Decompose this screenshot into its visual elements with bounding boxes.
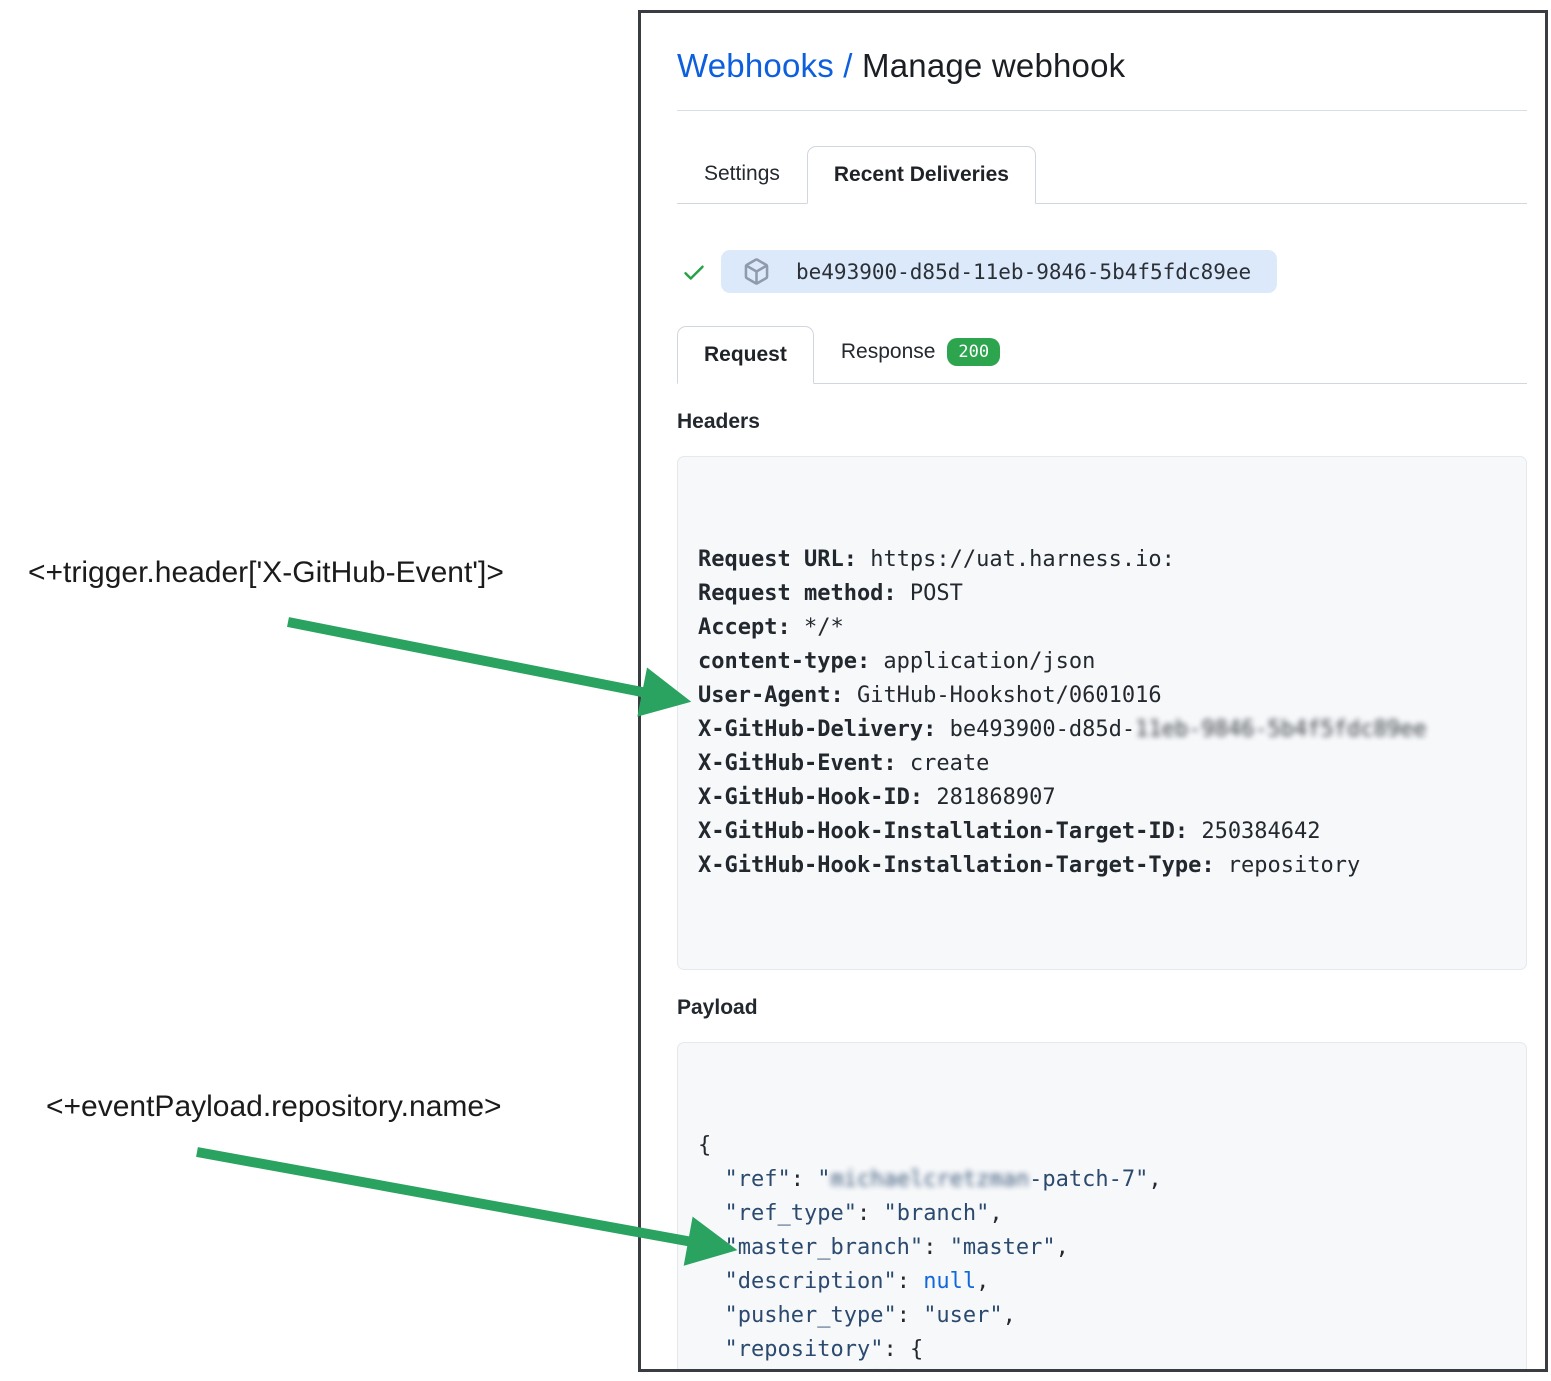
breadcrumb-separator: / xyxy=(833,47,863,84)
code-token xyxy=(698,1371,751,1372)
code-token: "ref_type" xyxy=(724,1201,857,1227)
payload-line: { xyxy=(698,1129,1506,1163)
header-line: X-GitHub-Hook-ID: 281868907 xyxy=(698,785,1056,811)
payload-code-box: { "ref": "michaelcretzman-patch-7", "ref… xyxy=(677,1042,1527,1372)
delivery-row: be493900-d85d-11eb-9846-5b4f5fdc89ee xyxy=(681,250,1527,293)
header-line: X-GitHub-Delivery: be493900-d85d-11eb-98… xyxy=(698,717,1427,743)
code-token: "id" xyxy=(751,1371,804,1372)
tab-recent-deliveries[interactable]: Recent Deliveries xyxy=(806,146,1036,204)
payload-line: "master_branch": "master", xyxy=(698,1231,1506,1265)
code-token xyxy=(698,1201,725,1226)
delivery-tabbar: Request Response 200 xyxy=(677,321,1527,385)
code-token xyxy=(698,1167,725,1192)
code-token xyxy=(698,1269,725,1294)
payload-line: "description": null, xyxy=(698,1265,1506,1299)
headers-lines: Request URL: https://uat.harness.io: Requ… xyxy=(698,543,1506,883)
title-divider xyxy=(677,110,1527,111)
breadcrumb-current: Manage webhook xyxy=(862,47,1126,84)
code-token: , xyxy=(1148,1167,1162,1193)
payload-line: "ref_type": "branch", xyxy=(698,1197,1506,1231)
payload-line: "pusher_type": "user", xyxy=(698,1299,1506,1333)
code-token: { xyxy=(909,1337,924,1363)
code-token: : xyxy=(856,1201,884,1227)
payload-lines: { "ref": "michaelcretzman-patch-7", "ref… xyxy=(698,1129,1506,1372)
code-token: "user" xyxy=(923,1303,1003,1329)
code-token: "pusher_type" xyxy=(724,1303,897,1329)
trigger-expression-annotation: <+trigger.header['X-GitHub-Event']> xyxy=(28,556,504,589)
tab-response-label: Response xyxy=(840,340,936,364)
arrow-to-repository-name xyxy=(196,1147,738,1266)
code-token: "ref" xyxy=(724,1167,791,1193)
page-title: Webhooks / Manage webhook xyxy=(677,47,1527,85)
code-token: , xyxy=(976,1269,990,1295)
code-token: -patch-7" xyxy=(1029,1167,1149,1193)
webhook-tabbar: Settings Recent Deliveries xyxy=(677,145,1527,204)
code-token: 642 xyxy=(910,1371,950,1372)
code-token: michaelcretzman xyxy=(830,1167,1030,1193)
code-token: "branch" xyxy=(883,1201,990,1227)
tab-response[interactable]: Response 200 xyxy=(814,321,1027,383)
code-token: "description" xyxy=(724,1269,897,1295)
payload-line: "id": 250384642, xyxy=(698,1367,1506,1372)
package-icon xyxy=(744,258,769,285)
header-line: X-GitHub-Event: create xyxy=(698,751,990,777)
code-token: : xyxy=(896,1303,924,1329)
code-token: , xyxy=(989,1201,1003,1227)
payload-line: "ref": "michaelcretzman-patch-7", xyxy=(698,1163,1506,1197)
tab-request[interactable]: Request xyxy=(677,326,814,385)
code-token: : xyxy=(804,1371,831,1372)
arrow-to-github-event xyxy=(287,617,692,717)
code-token: : xyxy=(883,1337,910,1363)
code-token: : xyxy=(790,1167,818,1193)
tab-settings[interactable]: Settings xyxy=(704,162,780,185)
header-line: Request method: POST xyxy=(698,581,963,607)
delivery-id: be493900-d85d-11eb-9846-5b4f5fdc89ee xyxy=(796,259,1252,284)
code-token: , xyxy=(1002,1303,1016,1329)
code-token: "master_branch" xyxy=(724,1235,924,1261)
header-line: Request URL: https://uat.harness.io: xyxy=(698,547,1175,573)
header-line: X-GitHub-Hook-Installation-Target-ID: 25… xyxy=(698,819,1321,845)
manage-webhook-panel: Webhooks / Manage webhook Settings Recen… xyxy=(638,10,1548,1372)
payload-heading: Payload xyxy=(677,996,758,1020)
code-token: , xyxy=(1055,1235,1069,1261)
code-token xyxy=(698,1235,725,1260)
response-status-badge: 200 xyxy=(947,338,1001,367)
header-line: content-type: application/json xyxy=(698,649,1096,675)
code-token xyxy=(698,1337,725,1362)
code-token: null xyxy=(923,1269,977,1295)
header-line: Accept: */* xyxy=(698,615,844,641)
payload-line: "repository": { xyxy=(698,1333,1506,1367)
delivery-id-pill[interactable]: be493900-d85d-11eb-9846-5b4f5fdc89ee xyxy=(721,250,1278,293)
code-token: 384 xyxy=(870,1371,910,1372)
code-token: : xyxy=(923,1235,950,1261)
payload-expression-annotation: <+eventPayload.repository.name> xyxy=(46,1090,502,1123)
code-token xyxy=(698,1303,725,1328)
header-line: User-Agent: GitHub-Hookshot/0601016 xyxy=(698,683,1162,709)
code-token: "master" xyxy=(949,1235,1056,1261)
code-token: { xyxy=(698,1133,712,1159)
code-token: 250 xyxy=(830,1371,870,1372)
code-token: , xyxy=(950,1371,963,1372)
code-token: "repository" xyxy=(724,1337,884,1363)
headers-code-box: Request URL: https://uat.harness.io: Requ… xyxy=(677,456,1527,971)
code-token: : xyxy=(896,1269,924,1295)
code-token: " xyxy=(817,1167,831,1193)
breadcrumb-webhooks-link[interactable]: Webhooks xyxy=(677,47,834,84)
check-icon xyxy=(684,265,704,280)
headers-heading: Headers xyxy=(677,410,760,434)
header-line: X-GitHub-Hook-Installation-Target-Type: … xyxy=(698,853,1361,879)
